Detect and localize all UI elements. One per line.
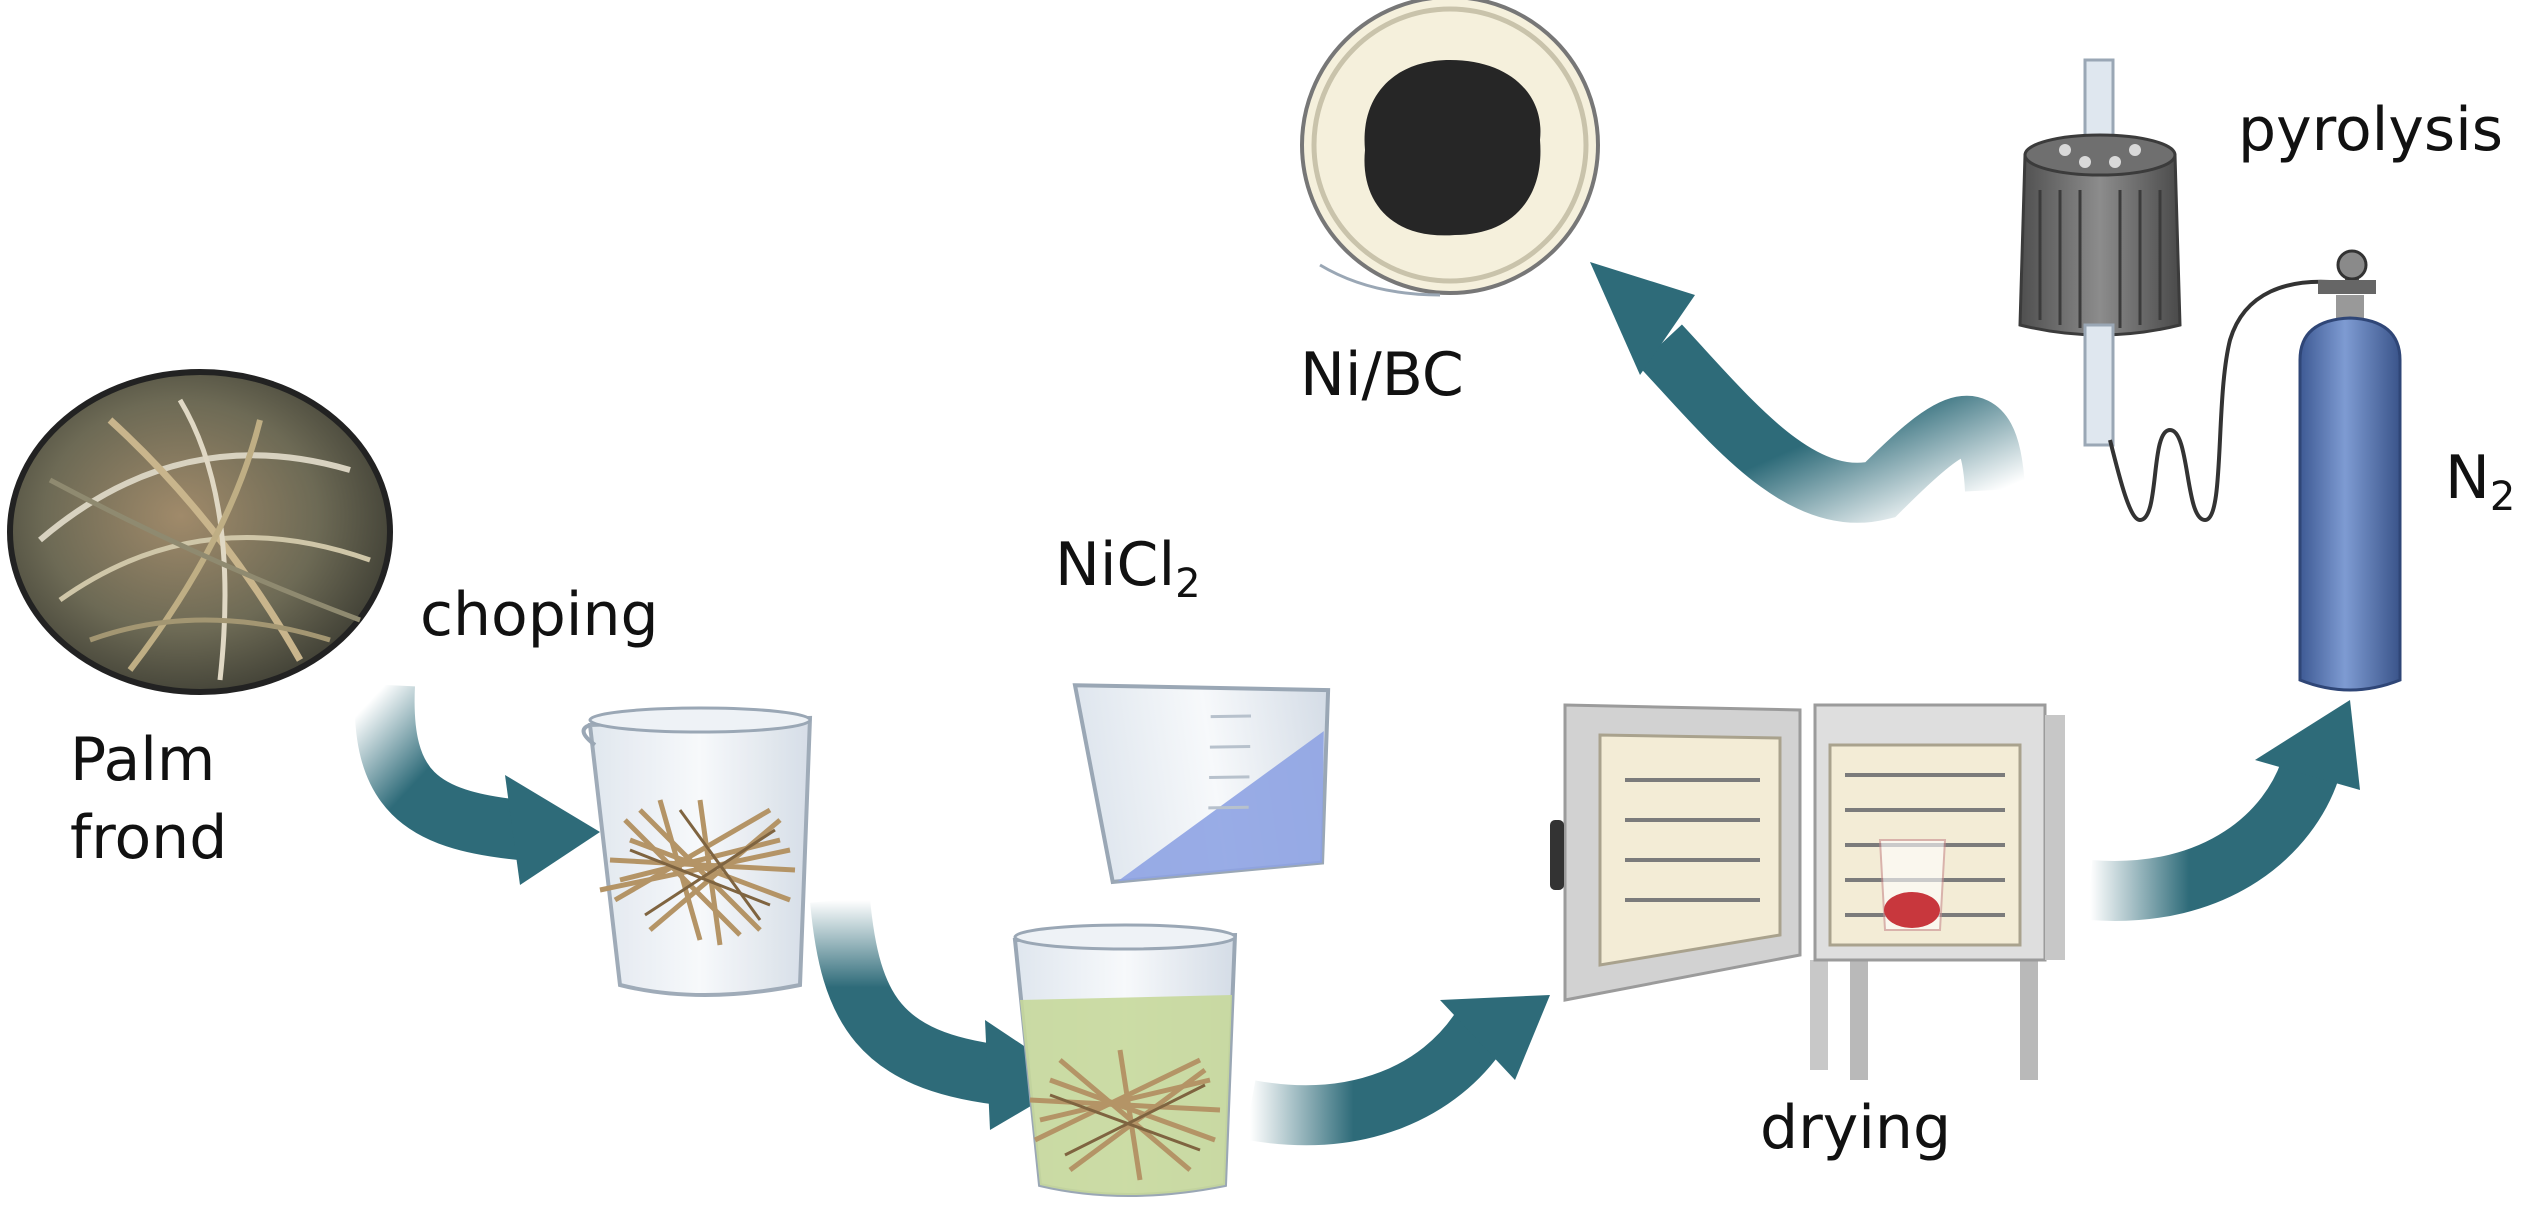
nicl2-subscript: 2 bbox=[1175, 561, 1201, 607]
oven-icon bbox=[1550, 703, 2065, 1080]
choping-label: choping bbox=[420, 580, 659, 650]
n2-main: N bbox=[2445, 443, 2490, 513]
arrow-soak-to-oven bbox=[1244, 995, 1550, 1146]
gas-cylinder-icon bbox=[2298, 249, 2402, 692]
soaking-beaker-icon bbox=[1012, 923, 1238, 1197]
arrow-furnace-to-product bbox=[1590, 262, 2025, 523]
pouring-beaker-icon bbox=[1072, 683, 1331, 885]
arrow-oven-to-furnace bbox=[2087, 700, 2360, 921]
beaker-fiber-icon bbox=[581, 706, 813, 997]
ni-bc-label: Ni/BC bbox=[1300, 340, 1464, 410]
n2-label: N2 bbox=[2445, 448, 2515, 517]
palm-frond-label: Palm frond bbox=[70, 730, 227, 868]
n2-subscript: 2 bbox=[2489, 474, 2516, 520]
nicl2-label: NiCl2 bbox=[1055, 535, 1201, 604]
palm-photo-icon bbox=[7, 369, 393, 695]
palm-label-line2: frond bbox=[70, 803, 228, 873]
pyrolysis-label: pyrolysis bbox=[2238, 95, 2504, 165]
petri-dish-icon bbox=[1300, 0, 1600, 297]
nicl2-main: NiCl bbox=[1055, 530, 1176, 600]
palm-label-line1: Palm bbox=[70, 725, 216, 795]
drying-label: drying bbox=[1760, 1093, 1952, 1163]
arrow-chop-to-beaker bbox=[354, 683, 600, 885]
tube-furnace-icon bbox=[2018, 58, 2331, 523]
